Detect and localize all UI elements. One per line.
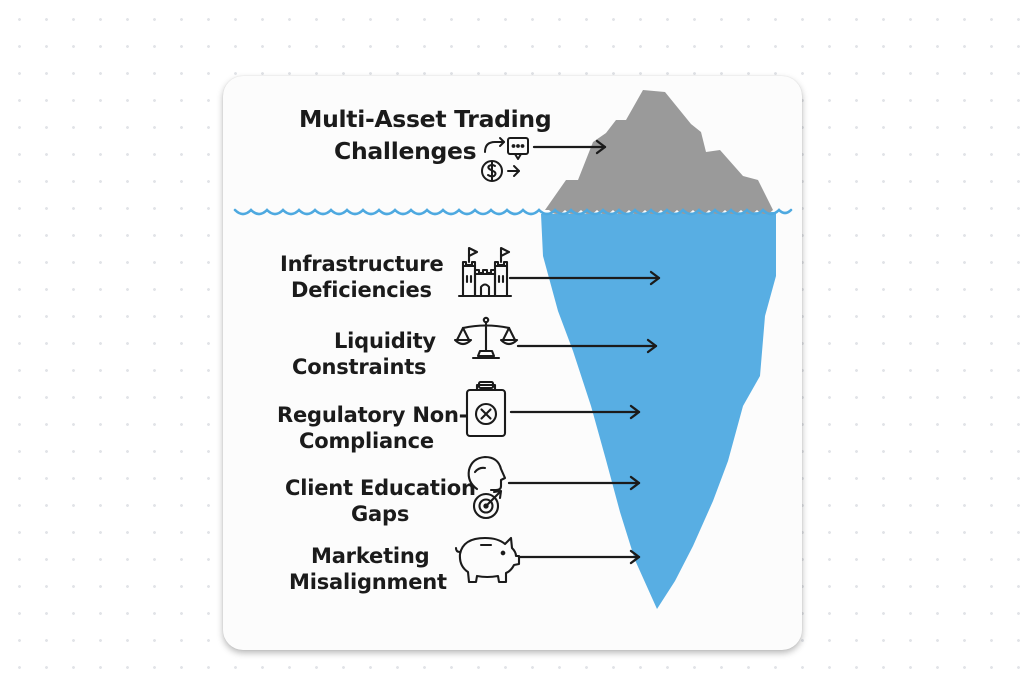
iceberg-illustration [233, 90, 793, 609]
layer-line-1: Infrastructure [280, 252, 444, 276]
layer-line-2: Gaps [351, 502, 410, 526]
layer-line-2: Constraints [292, 355, 427, 379]
arrow-liquidity [516, 338, 658, 354]
layer-label-liquidity: Liquidity Constraints [292, 328, 436, 380]
arrow-regulatory [509, 404, 641, 420]
layer-line-2: Compliance [299, 429, 434, 453]
waterline [233, 208, 793, 216]
layer-line-1: Marketing [311, 544, 430, 568]
redirect-arrow-icon [484, 137, 505, 153]
arrow-infrastructure [508, 270, 661, 286]
arrow-client-education [507, 475, 641, 491]
layer-label-infrastructure: Infrastructure Deficiencies [280, 251, 444, 303]
chat-box-icon [507, 137, 529, 160]
piggy-bank-icon [454, 536, 521, 584]
iceberg-diagram-card: Multi-Asset Trading Challenges Infrastru… [223, 76, 802, 650]
dollar-coin-icon [481, 160, 503, 182]
head-target-icon [467, 455, 507, 520]
layer-line-2: Deficiencies [291, 278, 432, 302]
layer-line-2: Misalignment [289, 570, 447, 594]
arrow-top [532, 139, 607, 155]
balance-scale-icon [453, 316, 519, 360]
layer-label-marketing: Marketing Misalignment [289, 543, 447, 595]
title-line-1: Multi-Asset Trading [299, 105, 552, 133]
iceberg-tip [545, 90, 773, 214]
layer-line-1: Regulatory Non- [277, 403, 468, 427]
title-line-2: Challenges [334, 137, 477, 165]
layer-label-client-education: Client Education Gaps [285, 475, 476, 527]
layer-label-regulatory: Regulatory Non- Compliance [277, 402, 467, 454]
arrow-marketing [517, 549, 641, 565]
layer-line-1: Liquidity [334, 329, 436, 353]
title-label: Multi-Asset Trading Challenges [299, 103, 552, 167]
clipboard-x-icon [465, 380, 507, 438]
layer-line-1: Client Education [285, 476, 476, 500]
castle-building-icon [457, 246, 513, 298]
small-arrow-icon [507, 165, 520, 177]
iceberg-underwater [541, 212, 776, 609]
